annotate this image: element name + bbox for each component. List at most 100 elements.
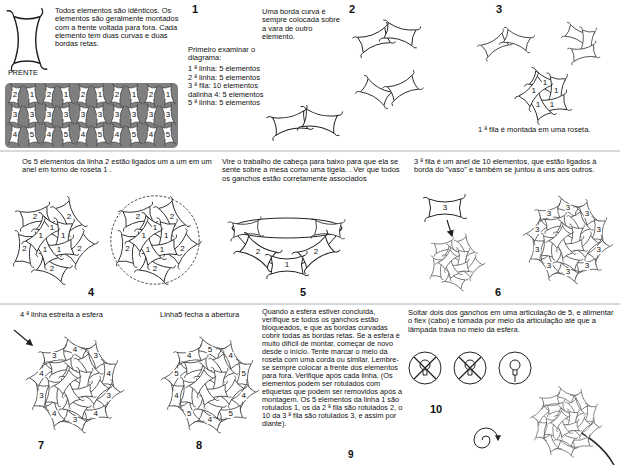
element-shape bbox=[296, 103, 345, 140]
callout-number: 3 bbox=[93, 352, 99, 360]
element-shape bbox=[423, 194, 467, 222]
callout-number: 2 bbox=[66, 213, 72, 221]
callout-number: 2 bbox=[21, 245, 27, 253]
half-sphere bbox=[10, 194, 101, 287]
callout-number: 2 bbox=[135, 213, 141, 221]
twist-arrow bbox=[474, 428, 498, 448]
step-number: 2 bbox=[349, 4, 355, 15]
callout-number: 3 bbox=[46, 111, 52, 119]
callout-number: 1 bbox=[140, 232, 146, 240]
callout-number: 1 bbox=[530, 87, 536, 95]
element-shape bbox=[142, 83, 160, 107]
callout-number: 3 bbox=[565, 204, 571, 212]
element-shape bbox=[91, 103, 109, 127]
element-shape bbox=[74, 123, 92, 147]
element-shape bbox=[91, 83, 109, 107]
element-shape bbox=[125, 123, 143, 147]
callout-number: 3 bbox=[584, 262, 590, 270]
instruction-text: Uma borda curva é sempre colocada sobre … bbox=[262, 8, 346, 41]
callout-number: 4 bbox=[51, 410, 57, 418]
instruction-text: 3 ª fila é um anel de 10 elementos, que … bbox=[414, 158, 616, 175]
callout-number: 5 bbox=[29, 131, 35, 139]
part-label: FRENTE bbox=[8, 69, 58, 77]
callout-number: 2 bbox=[179, 245, 185, 253]
step-number: 1 bbox=[192, 4, 198, 15]
callout-number: 1 bbox=[284, 261, 290, 269]
arrow bbox=[447, 220, 452, 236]
element-shape bbox=[159, 123, 177, 147]
callout-number: 4 bbox=[72, 346, 78, 354]
element-shape bbox=[142, 123, 160, 147]
callout-number: 5 bbox=[240, 370, 246, 378]
element-shape bbox=[125, 83, 143, 107]
callout-number: 1 bbox=[29, 91, 35, 99]
step-number: 3 bbox=[496, 4, 502, 15]
element-shape bbox=[142, 103, 160, 127]
callout-number: 1 bbox=[165, 91, 171, 99]
sphere bbox=[529, 385, 604, 459]
partial-rosette bbox=[560, 20, 601, 66]
callout-number: 2 bbox=[152, 265, 158, 273]
callout-number: 3 bbox=[105, 392, 111, 400]
numbered-diagram-panel: 212121212133333333334545454545 bbox=[5, 83, 178, 148]
callout-number: 1 bbox=[131, 91, 137, 99]
list-item: dalinha 4: 5 elementos bbox=[188, 91, 283, 99]
callout-number: 1 bbox=[152, 224, 158, 232]
instruction-text: Os 5 elementos da linha 2 estão ligados … bbox=[22, 158, 212, 175]
row-divider bbox=[0, 151, 620, 152]
element-shape bbox=[74, 83, 92, 107]
callout-number: 2 bbox=[148, 91, 154, 99]
callout-number: 2 bbox=[12, 91, 18, 99]
step-number: 8 bbox=[196, 440, 202, 451]
element-shape bbox=[40, 83, 58, 107]
step-number: 6 bbox=[495, 287, 501, 298]
element-shape bbox=[6, 103, 24, 127]
callout-number: 3 bbox=[534, 246, 540, 254]
callout-number: 2 bbox=[169, 213, 175, 221]
callout-number: 1 bbox=[535, 101, 541, 109]
callout-number: 5 bbox=[186, 410, 192, 418]
callout-number: 1 bbox=[163, 232, 169, 240]
callout-number: 1 bbox=[56, 246, 62, 254]
step-number: 7 bbox=[38, 440, 44, 451]
callout-number: 4 bbox=[38, 370, 44, 378]
callout-number: 4 bbox=[240, 392, 246, 400]
callout-number: 5 bbox=[173, 370, 179, 378]
element-shape bbox=[108, 103, 126, 127]
element-shape bbox=[40, 123, 58, 147]
list-item: 5 ª linha: 5 elementos bbox=[188, 99, 283, 107]
instruction-text: Primeiro examinar o diagrama: bbox=[188, 46, 280, 63]
callout-number: 1 bbox=[97, 91, 103, 99]
element-shape bbox=[378, 17, 423, 52]
crossed-lamp-symbol bbox=[409, 352, 441, 384]
instruction-text: Quando a esfera estiver concluída, verif… bbox=[262, 308, 404, 428]
callout-number: 5 bbox=[165, 131, 171, 139]
step-number: 9 bbox=[348, 450, 354, 460]
callout-number: 3 bbox=[546, 210, 552, 218]
rosette bbox=[512, 64, 572, 126]
element-shape bbox=[498, 24, 536, 55]
callout-number: 3 bbox=[546, 262, 552, 270]
callout-number: 3 bbox=[565, 268, 571, 276]
half-sphere bbox=[111, 194, 204, 287]
callout-number: 3 bbox=[131, 111, 137, 119]
element-shape bbox=[40, 103, 58, 127]
element-shape bbox=[159, 103, 177, 127]
lamp-symbol bbox=[499, 352, 531, 384]
callout-number: 2 bbox=[255, 248, 261, 256]
callout-number: 4 bbox=[93, 410, 99, 418]
list-item: 2 ª linha: 5 elementos bbox=[188, 74, 283, 82]
element-shape bbox=[91, 123, 109, 147]
callout-number: 5 bbox=[228, 410, 234, 418]
step-number: 10 bbox=[430, 404, 442, 415]
callout-number: 1 bbox=[42, 246, 48, 254]
element-shape bbox=[381, 69, 425, 106]
callout-number: 4 bbox=[228, 352, 234, 360]
callout-number: 2 bbox=[80, 91, 86, 99]
front-element bbox=[7, 8, 48, 72]
element-shape bbox=[125, 103, 143, 127]
callout-number: 4 bbox=[46, 131, 52, 139]
callout-number: 3 bbox=[114, 111, 120, 119]
bowl bbox=[227, 216, 346, 279]
